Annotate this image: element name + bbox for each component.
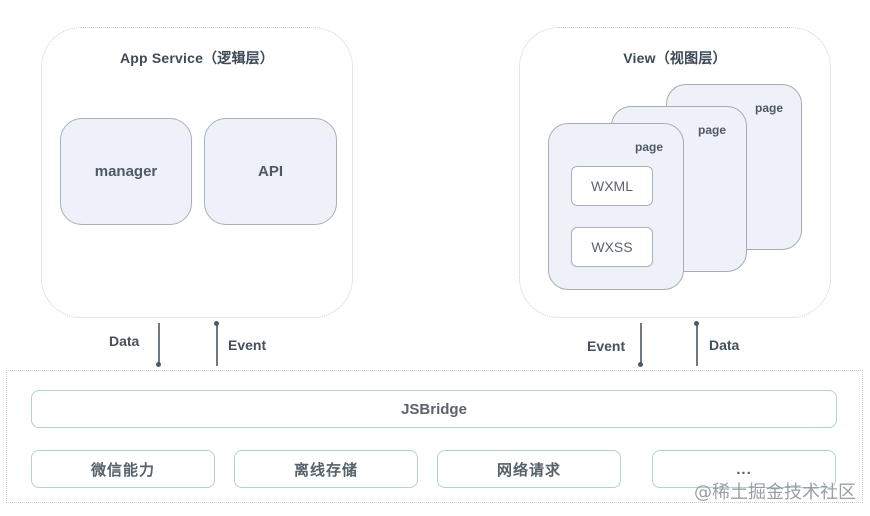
page-label: page: [754, 101, 783, 115]
manager-label: manager: [94, 163, 158, 180]
manager-module: manager: [60, 118, 192, 225]
capability-label: 网络请求: [496, 461, 561, 479]
capability-label: 微信能力: [90, 461, 155, 479]
capability-label: ...: [736, 460, 752, 478]
native-layer: [6, 370, 863, 503]
view-layer: View（视图层）: [519, 27, 831, 318]
app-event-arrowhead: [214, 321, 219, 326]
wxml-label: WXML: [591, 178, 633, 194]
watermark: @稀土掘金技术社区: [694, 482, 856, 503]
app-data-down-arrow: [158, 323, 160, 365]
page-label: page: [634, 140, 663, 154]
view-event-label: Event: [587, 338, 626, 354]
capability-wechat: 微信能力: [31, 450, 215, 488]
jsbridge-bar: JSBridge: [31, 390, 837, 428]
wxml-file: WXML: [571, 166, 653, 206]
capability-label: 离线存储: [293, 461, 358, 479]
api-label: API: [257, 163, 283, 180]
page-card-front: page WXML WXSS: [548, 123, 684, 290]
view-event-down-arrow: [640, 323, 642, 365]
wxss-file: WXSS: [571, 227, 653, 267]
app-data-arrowhead: [156, 362, 161, 367]
view-title: View（视图层）: [623, 50, 727, 66]
api-module: API: [204, 118, 337, 225]
app-event-up-arrow: [216, 324, 218, 366]
app-service-layer: App Service（逻辑层）: [41, 27, 353, 318]
app-event-label: Event: [228, 337, 267, 353]
wxss-label: WXSS: [591, 239, 633, 255]
capability-network-request: 网络请求: [437, 450, 621, 488]
view-data-arrowhead: [694, 321, 699, 326]
page-label: page: [697, 123, 726, 137]
app-data-label: Data: [109, 333, 140, 349]
capability-offline-storage: 离线存储: [234, 450, 418, 488]
app-service-title: App Service（逻辑层）: [119, 50, 275, 66]
capability-more: ...: [652, 450, 836, 488]
view-data-up-arrow: [696, 324, 698, 366]
view-event-arrowhead: [638, 362, 643, 367]
jsbridge-label: JSBridge: [401, 400, 467, 418]
view-data-label: Data: [709, 337, 740, 353]
